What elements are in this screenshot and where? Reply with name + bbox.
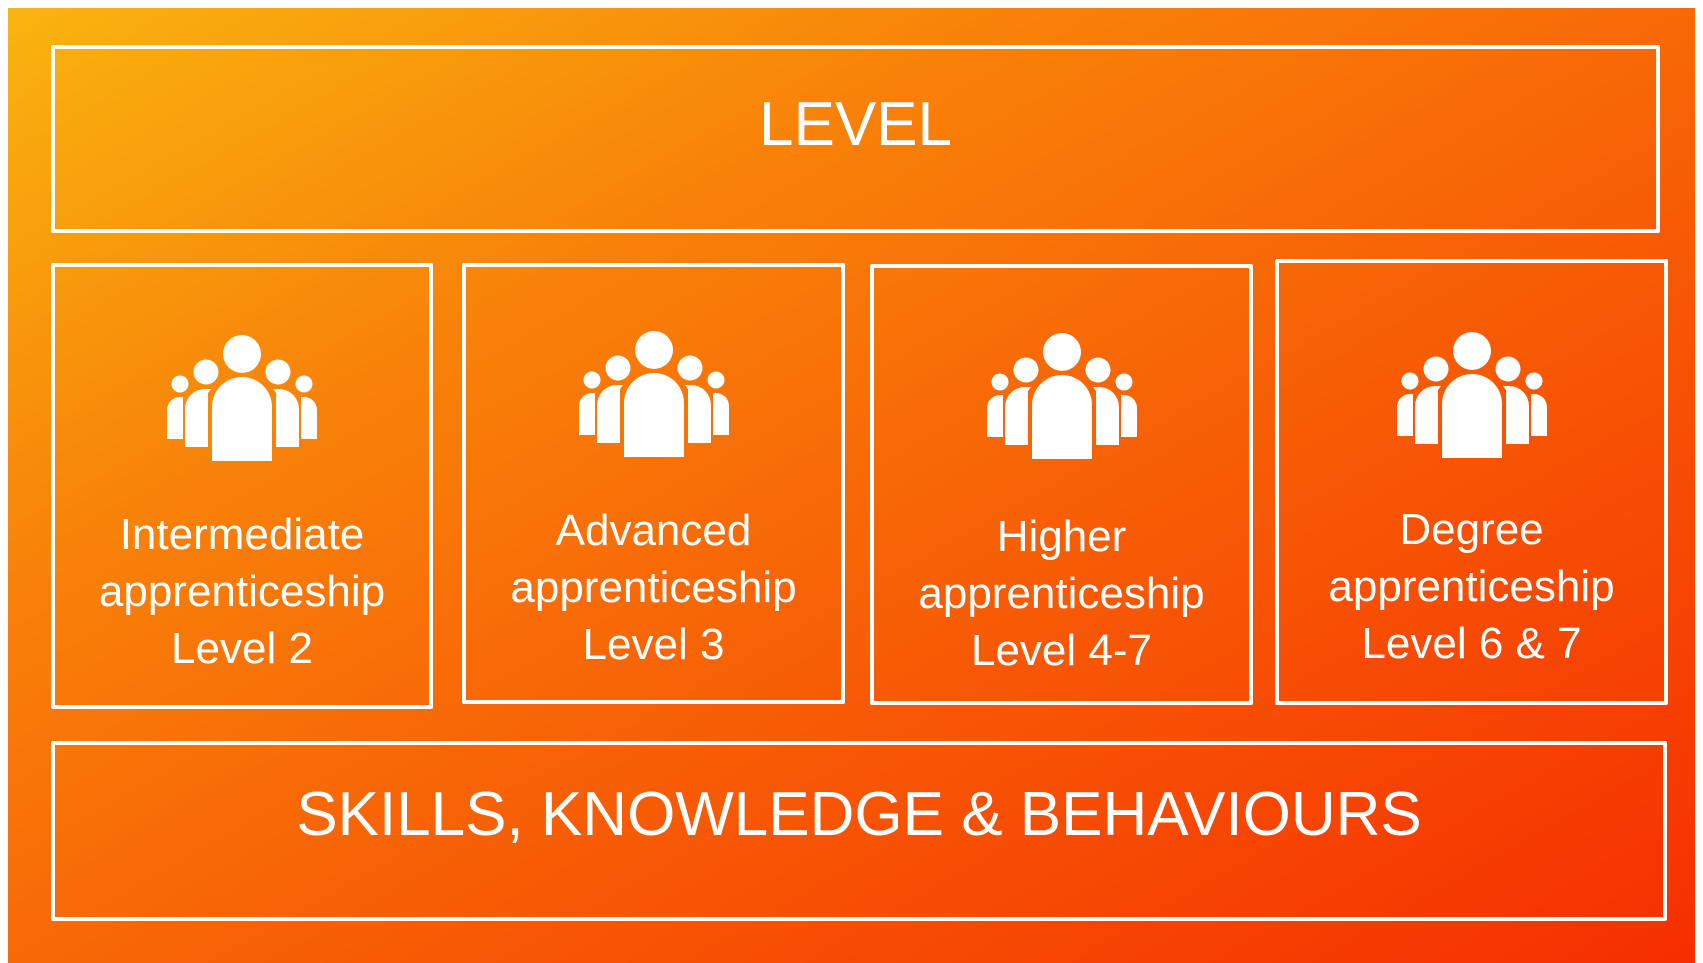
level-banner: LEVEL <box>51 45 1660 233</box>
skills-banner-label: SKILLS, KNOWLEDGE & BEHAVIOURS <box>296 780 1422 849</box>
card-type: apprenticeship <box>98 567 386 616</box>
card-name: Higher <box>996 512 1127 561</box>
people-group-icon <box>578 331 729 457</box>
card-name: Intermediate <box>119 510 365 559</box>
card-name: Advanced <box>555 506 752 555</box>
card-label: Intermediate apprenticeship Level 2 <box>55 506 429 677</box>
card-level: Level 6 & 7 <box>1361 619 1582 668</box>
people-group-icon <box>1396 332 1547 458</box>
card-type: apprenticeship <box>1328 562 1615 611</box>
diagram-canvas: LEVEL Intermediate apprenticeship Level … <box>8 8 1695 963</box>
card-level: Level 4-7 <box>970 626 1152 675</box>
skills-banner: SKILLS, KNOWLEDGE & BEHAVIOURS <box>51 741 1667 921</box>
card-intermediate: Intermediate apprenticeship Level 2 <box>51 263 433 709</box>
card-advanced: Advanced apprenticeship Level 3 <box>462 263 845 704</box>
card-name: Degree <box>1399 505 1544 554</box>
card-level: Level 3 <box>582 620 725 669</box>
card-higher: Higher apprenticeship Level 4-7 <box>870 264 1253 705</box>
card-degree: Degree apprenticeship Level 6 & 7 <box>1275 259 1668 705</box>
card-label: Higher apprenticeship Level 4-7 <box>874 508 1249 679</box>
card-type: apprenticeship <box>918 569 1205 618</box>
people-group-icon <box>986 333 1137 459</box>
card-level: Level 2 <box>171 624 313 673</box>
level-banner-label: LEVEL <box>758 90 953 159</box>
card-type: apprenticeship <box>510 563 797 612</box>
card-label: Degree apprenticeship Level 6 & 7 <box>1279 501 1664 672</box>
card-label: Advanced apprenticeship Level 3 <box>466 502 841 673</box>
people-group-icon <box>167 335 317 461</box>
